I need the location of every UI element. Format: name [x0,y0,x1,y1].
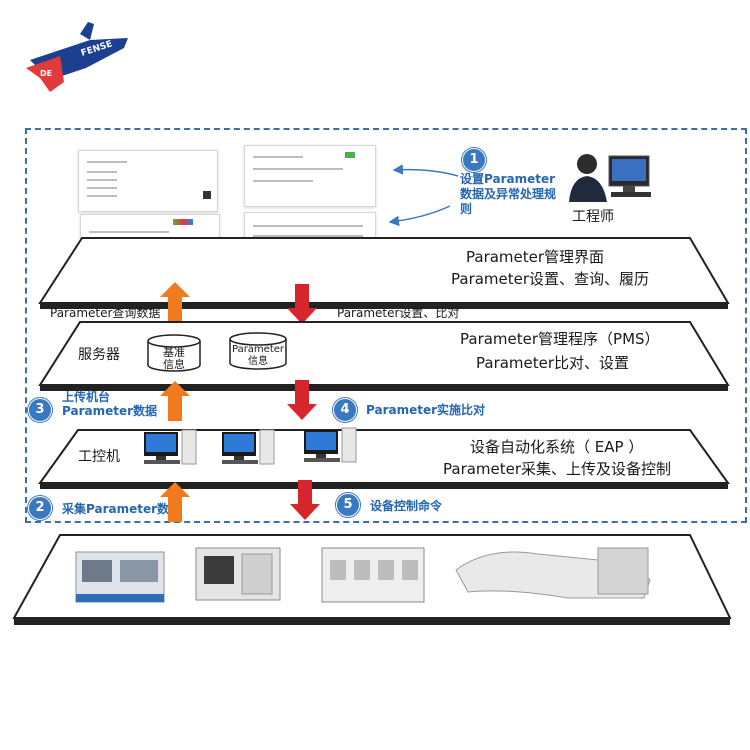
ui-layer-title: Parameter管理界面 [466,248,605,266]
server-label: 服务器 [78,347,120,363]
ui-screenshot-2 [244,145,376,207]
database-baseline-icon: 基准信息 [146,333,202,373]
plane-logo-icon: FENSE DE [26,22,128,92]
system-boundary [25,128,747,523]
ui-layer-subtitle: Parameter设置、查询、履历 [451,270,650,288]
down-arrow-set [287,284,317,324]
up-arrow-collect [160,482,190,522]
up-arrow-upload [160,381,190,421]
step-3-label: 上传机台Parameter数据 [62,390,158,418]
step-4-text: Parameter实施比对 [366,403,486,417]
svg-text:DE: DE [40,69,52,78]
engineer-icon [565,150,655,208]
query-arrow-label: Parameter查询数据 [50,306,161,320]
step-5-badge: 5 [336,493,360,517]
server-title: Parameter管理程序（PMS） [460,330,660,348]
step-1-arrows [388,164,459,227]
step-5-text: 设备控制命令 [370,499,443,513]
computer-icon-3 [304,427,357,463]
computer-icon-1 [144,429,197,465]
step-2-text: 采集Parameter数据 [62,502,182,516]
equipment-machine-1 [75,551,165,603]
up-arrow-query [160,282,190,322]
step-3-badge: 3 [28,398,52,422]
step-1-badge: 1 [462,148,486,172]
step-2-badge: 2 [28,496,52,520]
down-arrow-compare [287,380,317,420]
ui-screenshot-1 [78,150,218,212]
database-baseline-label: 基准信息 [163,346,185,371]
down-arrow-control [290,480,320,520]
logo: FENSE DE [20,20,130,95]
computer-icon-2 [222,429,275,465]
equipment-machine-3 [321,547,425,603]
server-subtitle: Parameter比对、设置 [476,354,630,372]
ipc-subtitle: Parameter采集、上传及设备控制 [443,460,672,478]
database-parameter-icon: Parameter信息 [228,331,288,371]
step-1-label: 设置Parameter数据及异常处理规则 [460,172,557,216]
set-compare-arrow-label: Parameter设置、比对 [337,306,460,320]
ipc-label: 工控机 [78,449,120,465]
engineer-label: 工程师 [572,209,614,225]
equipment-machine-2 [195,547,281,601]
ipc-title: 设备自动化系统（ EAP ） [470,438,644,456]
database-parameter-label: Parameter信息 [231,344,285,367]
step-3-text: 上传机台Parameter数据 [62,390,162,418]
step-1-text: 设置Parameter数据及异常处理规则 [460,172,565,217]
equipment-machine-4 [455,547,651,599]
step-4-badge: 4 [333,398,357,422]
